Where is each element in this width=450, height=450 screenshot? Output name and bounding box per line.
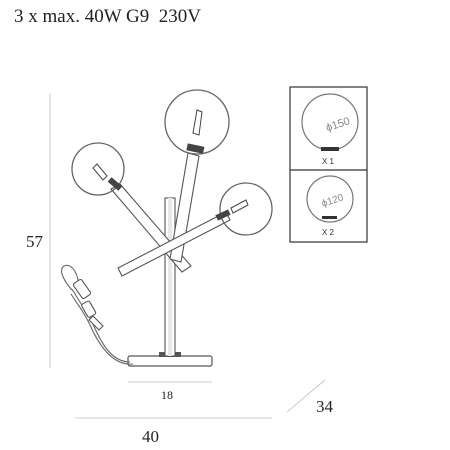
globe-right [215, 182, 273, 236]
base-dimension: 18 [128, 381, 212, 402]
depth-dimension: 34 [286, 379, 334, 416]
depth-label: 34 [316, 397, 334, 416]
base-label: 18 [161, 388, 173, 402]
height-dimension: 57 [26, 93, 51, 368]
width-dimension: 40 [75, 417, 272, 446]
power-cable [61, 264, 134, 365]
top-arm [169, 152, 200, 263]
detail-panel: ϕ150 X 1 ϕ120 X 2 [289, 86, 368, 243]
small-count: X 2 [322, 228, 335, 237]
right-arm [117, 211, 231, 277]
globe-left [71, 142, 125, 196]
spec-text: 3 x max. 40W G9 230V [14, 6, 201, 27]
width-label: 40 [142, 427, 159, 446]
main-post [164, 197, 176, 357]
large-count: X 1 [322, 157, 335, 166]
height-label: 57 [26, 232, 44, 251]
globe-top [164, 89, 230, 155]
